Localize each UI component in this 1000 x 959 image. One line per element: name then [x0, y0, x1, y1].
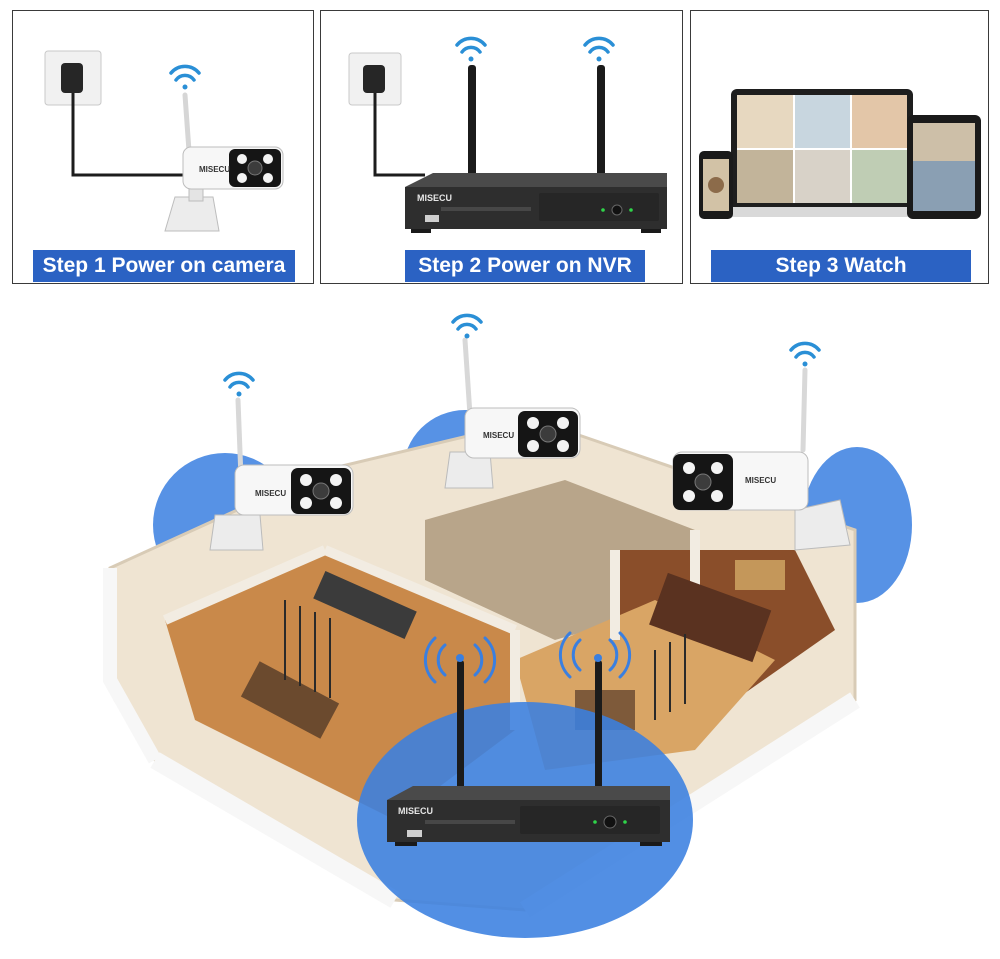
- step-2-panel: MISECU Step 2 Power on NVR: [320, 10, 683, 284]
- camera-3-brand: MISECU: [745, 476, 776, 485]
- bullet-camera-icon: [164, 146, 284, 232]
- wifi-icon: [789, 341, 821, 367]
- bullet-camera-icon: [672, 367, 851, 551]
- step-2-label: Step 2 Power on NVR: [405, 250, 645, 282]
- nvr-brand: MISECU: [417, 193, 452, 203]
- signal-waves: [423, 631, 632, 684]
- wifi-icon: [583, 36, 615, 62]
- power-outlet-icon: [348, 52, 402, 106]
- camera-brand: MISECU: [199, 165, 230, 174]
- monitor-tablet-phone-icon: [699, 89, 981, 219]
- wifi-icon: [455, 36, 487, 62]
- viewing-devices-illustration: [699, 89, 981, 219]
- nvr-power-illustration: MISECU: [348, 36, 667, 233]
- camera-2-brand: MISECU: [483, 431, 514, 440]
- house-coverage-illustration: MISECU MISECU MISECU MISECU: [103, 313, 912, 938]
- power-outlet-icon: [44, 50, 102, 106]
- step-1-label: Step 1 Power on camera: [33, 250, 295, 282]
- wifi-icon: [451, 313, 483, 339]
- bullet-camera-icon: [209, 397, 354, 551]
- camera-1-brand: MISECU: [255, 489, 286, 498]
- step-1-panel: MISECU Step 1 Power on camera: [12, 10, 314, 284]
- camera-power-illustration: MISECU: [44, 50, 284, 232]
- nvr-scene-brand: MISECU: [398, 806, 433, 816]
- bullet-camera-icon: [444, 337, 581, 489]
- step-3-panel: Step 3 Watch: [690, 10, 989, 284]
- wifi-icon: [169, 64, 201, 90]
- step-3-label: Step 3 Watch: [711, 250, 971, 282]
- nvr-recorder-icon: [405, 173, 667, 233]
- wifi-icon: [223, 371, 255, 397]
- nvr-recorder-icon: [387, 654, 670, 846]
